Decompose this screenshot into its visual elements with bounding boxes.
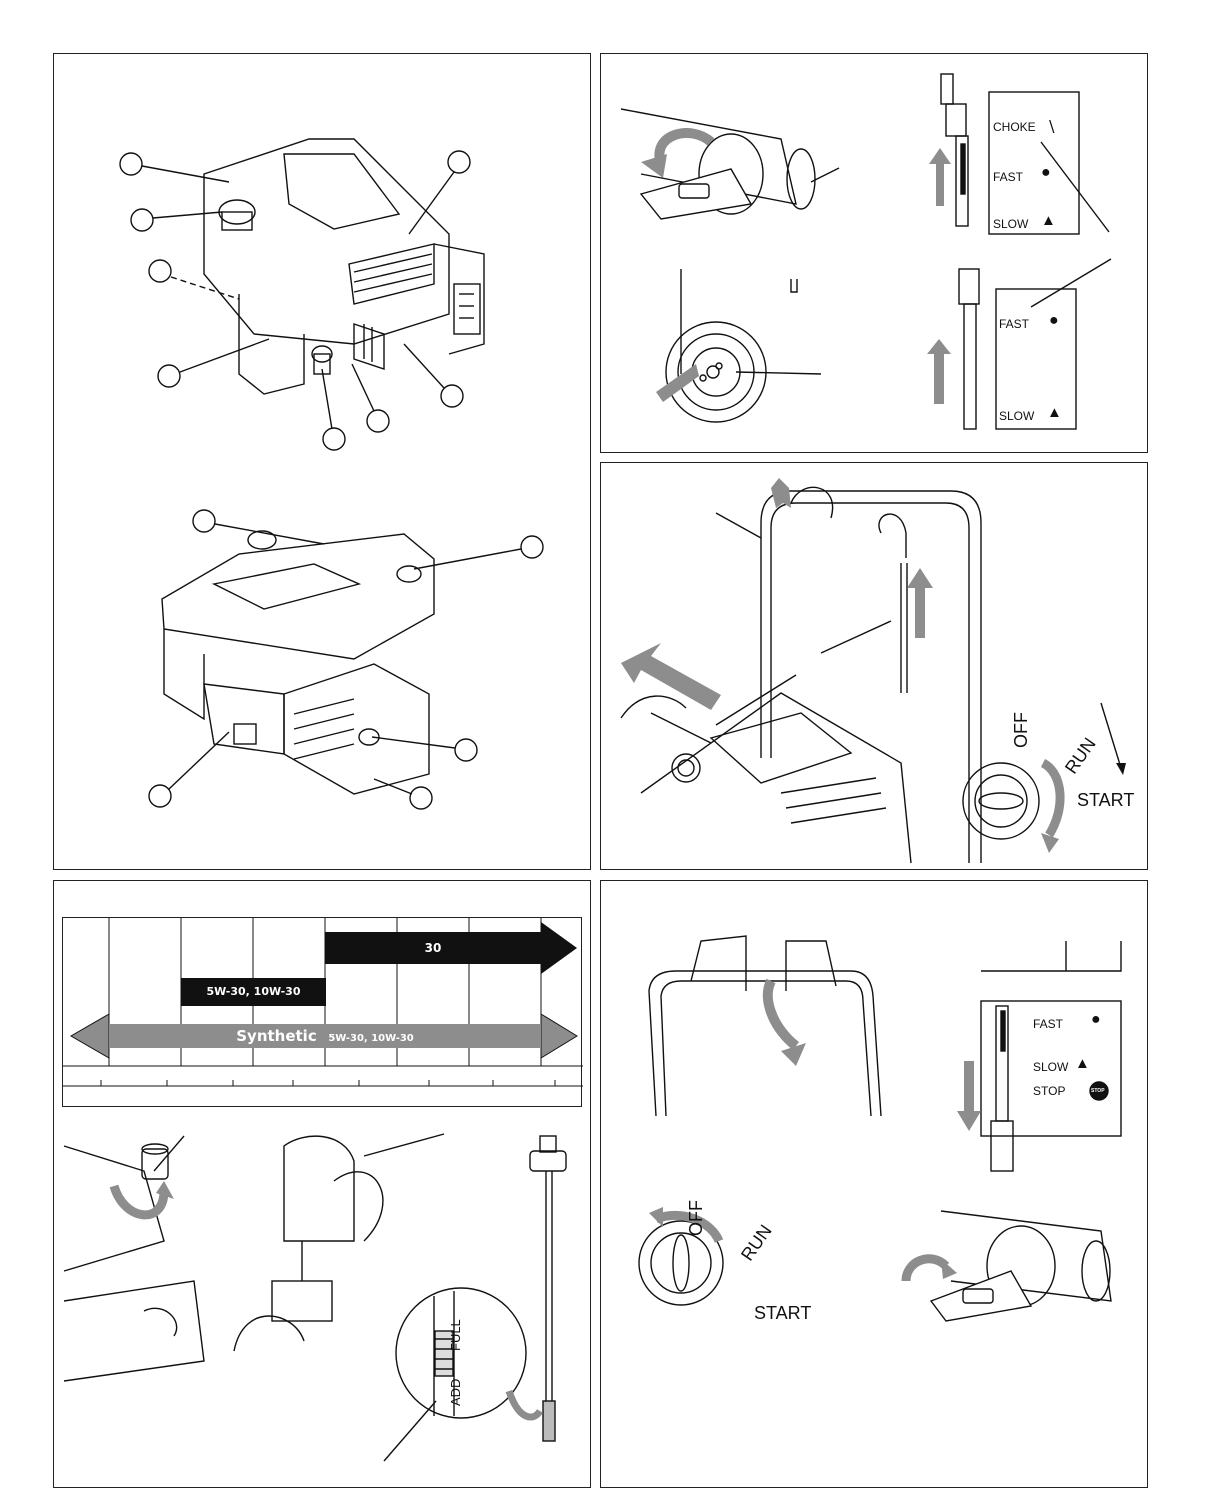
oil-viscosity-chart: 30 5W-30, 10W-30 Synthetic 5W-30, 10W-30 (62, 917, 583, 1107)
engine-bottom-view (161, 530, 435, 795)
engine-illustration (119, 138, 544, 810)
dipstick-full-label: FULL (448, 1319, 463, 1351)
synthetic-grades: 5W-30, 10W-30 (328, 1033, 414, 1044)
key-start-label: START (1077, 790, 1135, 810)
rabbit-icon: ● (1041, 164, 1051, 181)
stop-key-start-label: START (754, 1303, 812, 1323)
stop-fast-label: FAST (1033, 1017, 1064, 1031)
fast-label: FAST (993, 170, 1024, 184)
key-off-label: OFF (1011, 712, 1031, 748)
engine-overview-panel (53, 53, 591, 870)
stop-slow-label: SLOW (1033, 1060, 1069, 1074)
multigrade-bar: 5W-30, 10W-30 (181, 978, 326, 1006)
turtle-icon: ▲ (1041, 212, 1056, 229)
callouts-top (119, 150, 471, 451)
stop-turtle-icon: ▲ (1075, 1055, 1090, 1072)
rabbit-icon-lower: ● (1049, 312, 1059, 329)
callouts-bottom (148, 509, 544, 810)
slow-label: SLOW (993, 217, 1029, 231)
synthetic-bar: Synthetic 5W-30, 10W-30 (109, 1024, 541, 1048)
starting-illustration (620, 478, 1126, 864)
choke-label: CHOKE (993, 120, 1036, 134)
dipstick-add-label: ADD (448, 1378, 463, 1406)
stop-key-off-label: OFF (686, 1200, 706, 1236)
stopping-illustration (638, 935, 1122, 1322)
starting-panel: OFF RUN START (600, 462, 1148, 870)
synthetic-label: Synthetic (236, 1027, 317, 1045)
stop-rabbit-icon: ● (1091, 1011, 1101, 1028)
engine-top-view (203, 138, 485, 395)
sae30-bar: 30 (325, 932, 541, 964)
fast-label-lower: FAST (999, 317, 1030, 331)
stop-sign-icon: STOP (1091, 1088, 1105, 1094)
choke-throttle-panel: CHOKE FAST SLOW FAST SLOW ∖ ● ▲ ● ▲ (600, 53, 1148, 453)
turtle-icon-lower: ▲ (1047, 404, 1062, 421)
oil-panel: 30 5W-30, 10W-30 Synthetic 5W-30, 10W-30 (53, 880, 591, 1488)
stopping-panel: FAST SLOW STOP STOP ● ▲ OFF RUN START (600, 880, 1148, 1488)
slow-label-lower: SLOW (999, 409, 1035, 423)
choke-icon: ∖ (1046, 119, 1057, 136)
stop-stop-label: STOP (1033, 1084, 1066, 1098)
choke-illustration (620, 73, 1112, 430)
